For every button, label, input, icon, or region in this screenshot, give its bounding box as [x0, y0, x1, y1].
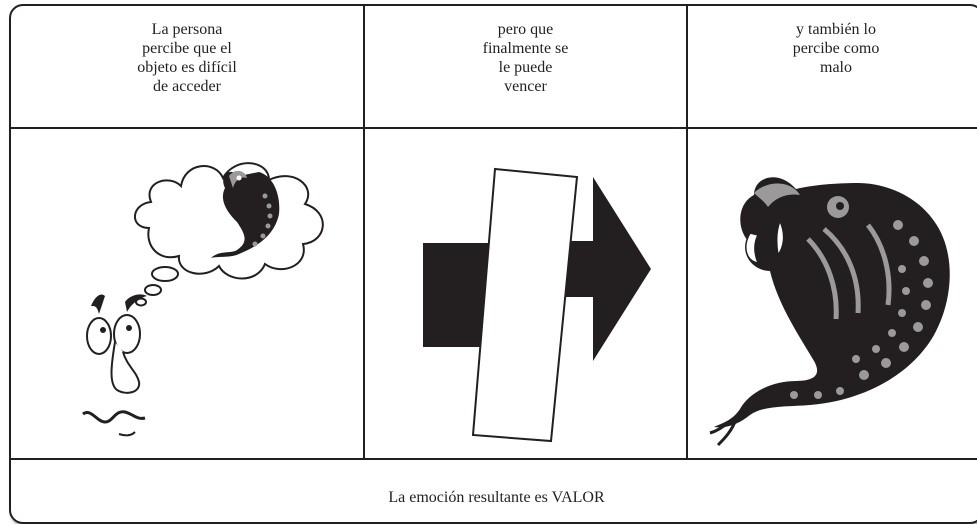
diagram-frame: La persona percibe que el objeto es difí…	[9, 4, 977, 524]
serpent-body	[714, 177, 950, 428]
footer-row-divider	[11, 458, 977, 460]
nose	[110, 341, 141, 394]
wavy-mouth	[82, 410, 146, 424]
right-eyebrow	[125, 294, 147, 312]
left-eye	[86, 317, 112, 355]
diagram-footer: La emoción resultante es VALOR	[388, 489, 605, 506]
thought-bubble	[151, 266, 179, 282]
thought-bubble	[144, 284, 162, 296]
column-divider	[686, 6, 688, 458]
right-eye	[113, 314, 141, 354]
left-pupil	[100, 327, 106, 333]
serpent-fang	[775, 219, 785, 257]
arrow-shape	[565, 177, 651, 361]
serpent-snout	[754, 183, 800, 207]
column-divider	[363, 6, 365, 458]
right-pupil	[126, 325, 132, 331]
serpent-tongue	[709, 411, 749, 447]
thought-bubble	[135, 297, 147, 307]
header-cell-3: y también lo percibe como malo	[792, 21, 880, 76]
small-serpent-icon	[211, 170, 280, 258]
left-eyebrow	[91, 294, 105, 314]
worried-face-illustration	[82, 162, 324, 437]
header-row-divider	[11, 127, 977, 129]
serpent-scale-dots	[790, 220, 933, 399]
serpent-jaw-fang	[745, 232, 760, 264]
header-cell-1: La persona percibe que el objeto es difí…	[137, 21, 237, 95]
header-cell-2: pero que finalmente se le puede vencer	[482, 21, 569, 95]
chin-mark	[118, 431, 136, 437]
serpent-head-illustration	[709, 177, 950, 447]
serpent-scale-stripes	[806, 223, 892, 320]
white-slab	[471, 167, 579, 443]
obstacle-overcome-illustration	[423, 167, 651, 443]
